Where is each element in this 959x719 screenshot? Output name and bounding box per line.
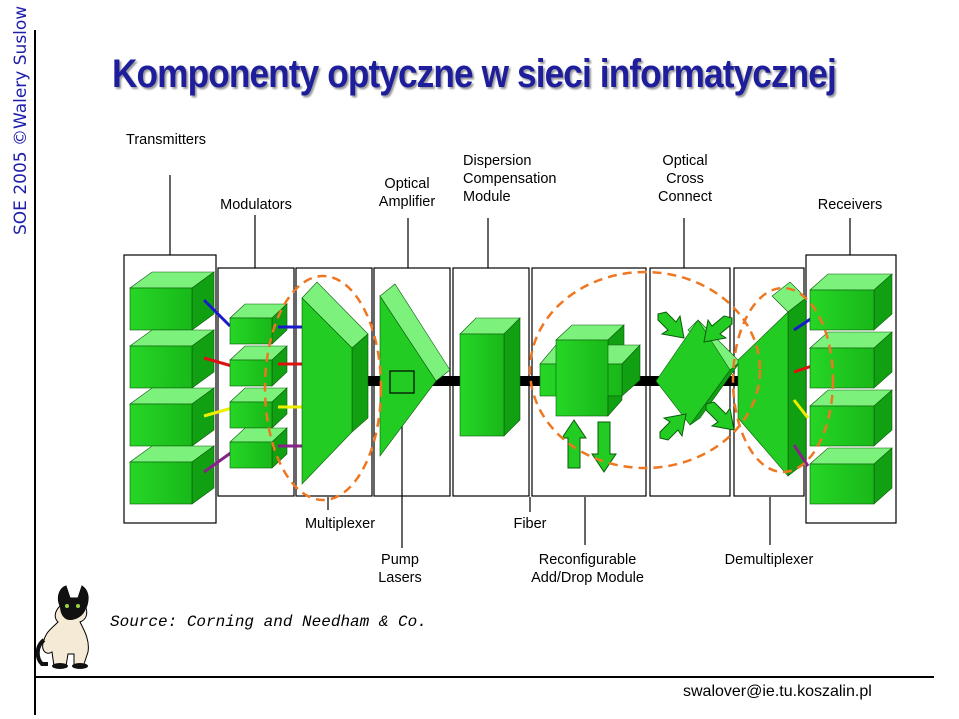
dashed-group-demux <box>731 286 835 474</box>
receivers <box>809 273 893 505</box>
left-rule <box>34 30 36 715</box>
bottom-rule <box>34 676 934 678</box>
receiver-2 <box>809 331 893 389</box>
optical-amplifier <box>379 283 451 457</box>
modulator-1 <box>229 303 288 345</box>
receiver-4 <box>809 447 893 505</box>
label-demultiplexer: Demultiplexer <box>724 552 814 568</box>
source-note: Source: Corning and Needham & Co. <box>110 613 427 631</box>
receiver-3 <box>809 389 893 447</box>
mux-channel-lines <box>278 325 302 448</box>
label-modulators: Modulators <box>220 197 292 213</box>
cat-mascot-icon <box>35 585 89 669</box>
arrow-out-top <box>703 315 733 343</box>
label-fiber: Fiber <box>513 516 547 532</box>
transmitter-3 <box>129 387 215 447</box>
dashed-groups <box>263 270 835 502</box>
multiplexer <box>301 281 369 485</box>
author-email: swalover@ie.tu.koszalin.pl <box>683 683 872 700</box>
modulators <box>229 303 288 469</box>
arrow-in-top <box>657 311 685 339</box>
optical-cross-connect <box>655 319 741 426</box>
add-arrow <box>561 419 587 469</box>
label-pump-lasers: Pump Lasers <box>378 552 422 586</box>
dashed-group-mux <box>263 274 383 502</box>
label-reconfigurable-add-drop: Reconfigurable Add/Drop Module <box>531 552 644 586</box>
arrow-out-bottom <box>705 401 735 431</box>
label-multiplexer: Multiplexer <box>304 516 376 532</box>
label-optical-amplifier: Optical Amplifier <box>378 176 436 210</box>
arrow-in-bottom <box>659 413 687 441</box>
label-transmitters: Transmitters <box>126 132 207 148</box>
transmitter-lasers <box>129 271 215 505</box>
label-optical-cross-connect: Optical Cross Connect <box>657 153 712 205</box>
pump-laser-box <box>389 370 415 394</box>
transmitter-1 <box>129 271 215 331</box>
modulator-3 <box>229 387 288 429</box>
label-dispersion-compensation: Dispersion Compensation Module <box>463 153 557 205</box>
label-receivers: Receivers <box>817 197 883 213</box>
modulator-4 <box>229 427 288 469</box>
tx-channel-lines <box>202 298 233 474</box>
dashed-group-add-drop <box>528 270 762 470</box>
page-title: Komponenty optyczne w sieci informatyczn… <box>112 52 837 96</box>
cross-connect-arrows <box>657 311 735 441</box>
receiver-1 <box>809 273 893 331</box>
transmitter-4 <box>129 445 215 505</box>
rx-channel-lines <box>792 316 813 467</box>
add-drop-arrows <box>561 419 617 473</box>
modulator-2 <box>229 345 288 387</box>
add-drop-module <box>539 324 641 417</box>
dispersion-compensation-module <box>459 317 521 437</box>
demultiplexer <box>737 281 807 477</box>
transmitter-2 <box>129 329 215 389</box>
